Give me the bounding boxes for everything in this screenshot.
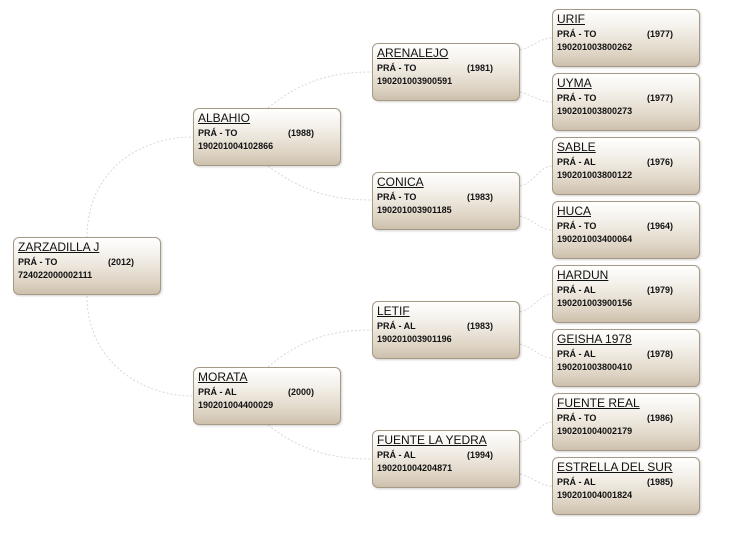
horse-registration: 190201003800273 bbox=[557, 106, 633, 116]
horse-registration: 190201003901196 bbox=[377, 334, 452, 344]
horse-registration: 190201003800262 bbox=[557, 42, 633, 52]
horse-name-link[interactable]: ESTRELLA DEL SUR bbox=[557, 460, 673, 474]
horse-year: (1977) bbox=[647, 29, 674, 39]
horse-breed: PRÁ - TO bbox=[198, 128, 238, 138]
horse-registration: 190201003901185 bbox=[377, 205, 452, 215]
horse-breed: PRÁ - TO bbox=[18, 257, 58, 267]
horse-year: (1979) bbox=[647, 285, 674, 295]
horse-registration: 190201004400029 bbox=[198, 400, 274, 410]
horse-year: (1977) bbox=[647, 93, 674, 103]
horse-registration: 190201003800122 bbox=[557, 170, 633, 180]
horse-breed: PRÁ - AL bbox=[198, 387, 237, 397]
horse-name-link[interactable]: ALBAHIO bbox=[198, 111, 251, 125]
link-letif-hardun bbox=[519, 293, 553, 313]
horse-breed: PRÁ - AL bbox=[557, 157, 596, 167]
horse-breed: PRÁ - AL bbox=[377, 321, 416, 331]
horse-year: (1983) bbox=[467, 192, 494, 202]
horse-breed: PRÁ - TO bbox=[557, 29, 597, 39]
link-letif-geisha bbox=[519, 343, 553, 359]
link-zarzadilla-albahio bbox=[86, 136, 194, 239]
pedigree-node-albahio[interactable]: ALBAHIO PRÁ - TO (1988) 190201004102866 bbox=[193, 108, 341, 166]
pedigree-node-letif[interactable]: LETIF PRÁ - AL (1983) 190201003901196 bbox=[372, 301, 520, 359]
link-arenalejo-urif bbox=[519, 37, 553, 51]
horse-registration: 190201004102866 bbox=[198, 141, 274, 151]
horse-name-link[interactable]: ARENALEJO bbox=[377, 46, 449, 60]
horse-name-link[interactable]: UYMA bbox=[557, 76, 592, 90]
link-morata-fuente-la-yedra bbox=[267, 424, 373, 460]
horse-year: (1976) bbox=[647, 157, 674, 167]
horse-registration: 190201003900156 bbox=[557, 298, 633, 308]
horse-registration: 190201003900591 bbox=[377, 76, 453, 86]
pedigree-node-urif[interactable]: URIF PRÁ - TO (1977) 190201003800262 bbox=[552, 9, 700, 67]
pedigree-node-estrella-del-sur[interactable]: ESTRELLA DEL SUR PRÁ - AL (1985) 19020100… bbox=[552, 457, 700, 515]
pedigree-node-conica[interactable]: CONICA PRÁ - TO (1983) 190201003901185 bbox=[372, 172, 520, 230]
link-yedra-fuente-real bbox=[519, 421, 553, 443]
link-zarzadilla-morata bbox=[86, 295, 194, 397]
pedigree-node-morata[interactable]: MORATA PRÁ - AL (2000) 190201004400029 bbox=[193, 367, 341, 425]
horse-breed: PRÁ - AL bbox=[377, 450, 416, 460]
horse-name-link[interactable]: HARDUN bbox=[557, 268, 609, 282]
horse-year: (1983) bbox=[467, 321, 494, 331]
horse-name-link[interactable]: LETIF bbox=[377, 304, 410, 318]
horse-breed: PRÁ - AL bbox=[557, 349, 596, 359]
horse-name-link[interactable]: ZARZADILLA J bbox=[18, 240, 100, 254]
horse-breed: PRÁ - TO bbox=[557, 93, 597, 103]
horse-name-link[interactable]: URIF bbox=[557, 12, 585, 26]
pedigree-node-geisha-1978[interactable]: GEISHA 1978 PRÁ - AL (1978) 1902010038004… bbox=[552, 329, 700, 387]
horse-breed: PRÁ - TO bbox=[557, 413, 597, 423]
horse-name-link[interactable]: FUENTE LA YEDRA bbox=[377, 433, 487, 447]
pedigree-node-hardun[interactable]: HARDUN PRÁ - AL (1979) 190201003900156 bbox=[552, 265, 700, 323]
horse-year: (2012) bbox=[108, 257, 135, 267]
pedigree-node-arenalejo[interactable]: ARENALEJO PRÁ - TO (1981) 190201003900591 bbox=[372, 43, 520, 101]
horse-name-link[interactable]: HUCA bbox=[557, 204, 592, 218]
horse-year: (1994) bbox=[467, 450, 494, 460]
horse-name-link[interactable]: CONICA bbox=[377, 175, 424, 189]
link-conica-sable bbox=[519, 165, 553, 187]
link-arenalejo-uyma bbox=[519, 91, 553, 103]
horse-name-link[interactable]: GEISHA 1978 bbox=[557, 332, 632, 346]
pedigree-node-huca[interactable]: HUCA PRÁ - TO (1964) 190201003400064 bbox=[552, 201, 700, 259]
link-albahio-conica bbox=[267, 165, 373, 201]
horse-breed: PRÁ - AL bbox=[557, 285, 596, 295]
horse-breed: PRÁ - TO bbox=[557, 221, 597, 231]
pedigree-node-sable[interactable]: SABLE PRÁ - AL (1976) 190201003800122 bbox=[552, 137, 700, 195]
horse-year: (1964) bbox=[647, 221, 674, 231]
horse-name-link[interactable]: SABLE bbox=[557, 140, 596, 154]
horse-registration: 724022000002111 bbox=[18, 270, 93, 280]
horse-name-link[interactable]: FUENTE REAL bbox=[557, 396, 640, 410]
horse-year: (2000) bbox=[288, 387, 315, 397]
horse-registration: 190201004204871 bbox=[377, 463, 453, 473]
horse-year: (1981) bbox=[467, 63, 494, 73]
horse-registration: 190201003400064 bbox=[557, 234, 633, 244]
horse-registration: 190201003800410 bbox=[557, 362, 633, 372]
pedigree-node-zarzadilla-j[interactable]: ZARZADILLA J PRÁ - TO (2012) 724022000002… bbox=[13, 237, 161, 295]
horse-year: (1988) bbox=[288, 128, 315, 138]
horse-breed: PRÁ - TO bbox=[377, 63, 417, 73]
horse-registration: 190201004002179 bbox=[557, 426, 633, 436]
horse-name-link[interactable]: MORATA bbox=[198, 370, 248, 384]
horse-year: (1986) bbox=[647, 413, 674, 423]
link-yedra-estrella bbox=[519, 473, 553, 487]
link-conica-huca bbox=[519, 215, 553, 231]
pedigree-node-fuente-real[interactable]: FUENTE REAL PRÁ - TO (1986) 1902010040021… bbox=[552, 393, 700, 451]
horse-registration: 190201004001824 bbox=[557, 490, 633, 500]
horse-breed: PRÁ - AL bbox=[557, 477, 596, 487]
horse-year: (1978) bbox=[647, 349, 674, 359]
horse-breed: PRÁ - TO bbox=[377, 192, 417, 202]
pedigree-node-uyma[interactable]: UYMA PRÁ - TO (1977) 190201003800273 bbox=[552, 73, 700, 131]
pedigree-node-fuente-la-yedra[interactable]: FUENTE LA YEDRA PRÁ - AL (1994) 190201004… bbox=[372, 430, 520, 488]
link-morata-letif bbox=[267, 329, 373, 368]
link-albahio-arenalejo bbox=[267, 71, 373, 109]
horse-year: (1985) bbox=[647, 477, 674, 487]
